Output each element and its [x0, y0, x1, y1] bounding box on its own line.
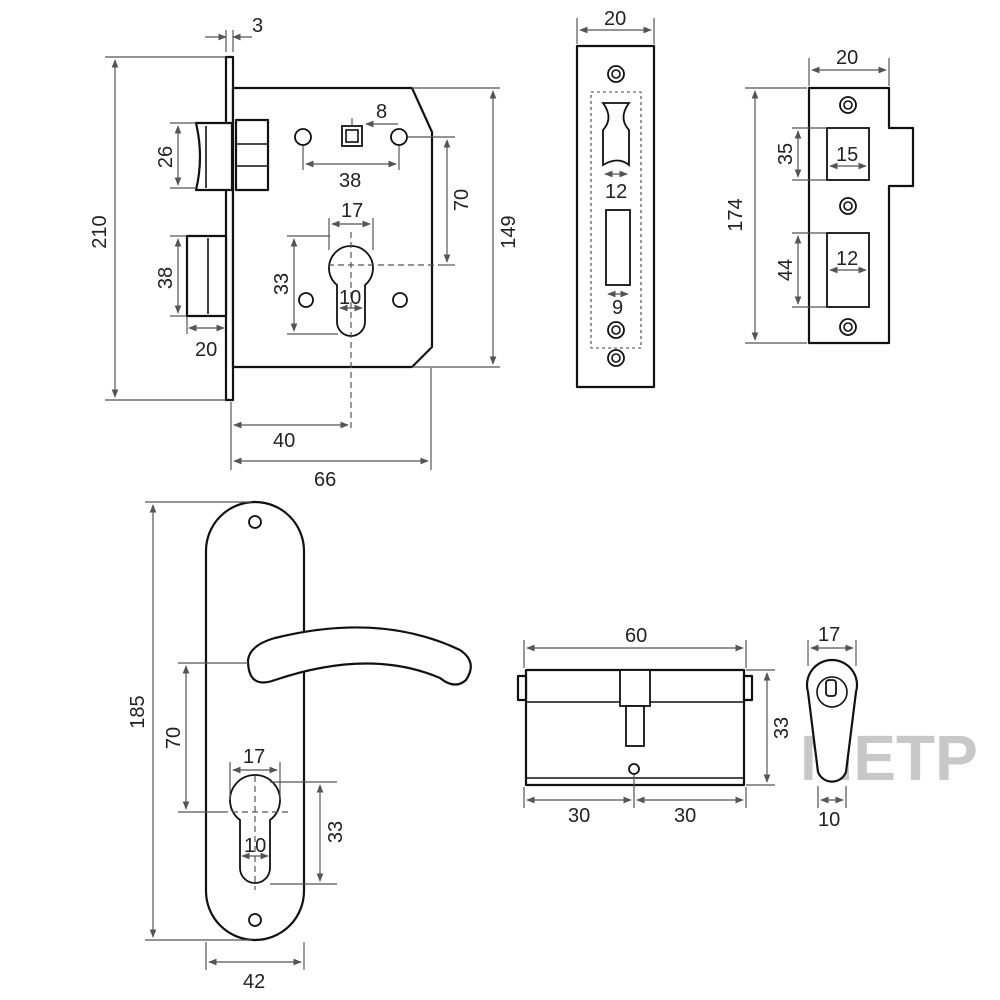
lock-faceplate-front: 20 174 35 15 44 12	[725, 47, 915, 345]
dim-mortise-height: 210	[89, 215, 111, 248]
dim-bolt-window-width: 12	[836, 248, 858, 270]
spindle-square-hole	[341, 125, 363, 147]
dim-faceplate-width: 20	[836, 47, 858, 69]
dead-bolt	[185, 234, 228, 318]
cylinder-cam	[625, 705, 645, 747]
dim-cylinder-length: 60	[625, 625, 647, 647]
dim-handle-cylinder-width: 17	[243, 746, 265, 768]
fixing-hole-left	[298, 292, 314, 308]
strike-latch-opening	[601, 102, 631, 167]
dim-cylinder-width: 17	[341, 200, 363, 222]
dim-handle-centre-distance: 70	[163, 727, 185, 749]
door-handle: 185 70 17 33 10 42	[127, 500, 472, 993]
mortise-dimensions: 3 210 26 38 20 8 38 70	[89, 15, 520, 491]
dim-faceplate-thickness: 3	[252, 15, 263, 37]
dim-handle-width: 42	[243, 971, 265, 993]
dim-cylinder-height: 33	[271, 273, 293, 295]
latch-housing	[234, 118, 270, 192]
handle-lever	[246, 626, 472, 686]
dim-latch-window-height: 35	[775, 143, 797, 165]
dim-profile-width: 17	[818, 624, 840, 646]
cylinder-profile: 17 10	[805, 624, 859, 831]
handle-backplate	[204, 500, 306, 942]
dim-latch-window-width: 15	[836, 144, 858, 166]
strike-plate: 20 12 9	[575, 8, 656, 389]
cylinder-keyway	[825, 679, 837, 697]
dim-profile-bottom-width: 10	[818, 809, 840, 831]
cylinder-profile-outline	[805, 658, 859, 783]
cylinder-screw-hole	[628, 763, 640, 775]
screw-hole-left	[294, 128, 312, 146]
latch-bolt	[194, 121, 234, 192]
dim-cylinder-right-length: 30	[674, 805, 696, 827]
dim-strike-latch-slot: 12	[605, 181, 627, 203]
dim-handle-height: 185	[127, 695, 149, 728]
dim-handle-cylinder-height: 33	[325, 821, 347, 843]
dim-faceplate-height: 174	[725, 198, 747, 231]
dim-case-height: 149	[498, 215, 520, 248]
mortise-lock-body	[185, 55, 440, 430]
dim-strike-bolt-slot: 9	[612, 297, 623, 319]
dim-cylinder-slot: 10	[339, 287, 361, 309]
cylinder-cam-top	[619, 669, 651, 707]
dim-bolt-window-height: 44	[775, 259, 797, 281]
dim-latch-height: 26	[155, 146, 177, 168]
dim-strike-width: 20	[604, 8, 626, 30]
dim-cylinder-left-length: 30	[568, 805, 590, 827]
dim-cylinder-body-height: 33	[771, 717, 793, 739]
dim-bolt-height: 38	[155, 267, 177, 289]
dim-screw-spacing: 38	[339, 170, 361, 192]
cylinder-keyhole	[328, 245, 374, 337]
dim-centre-distance: 70	[451, 189, 473, 211]
dim-spindle-spacing: 8	[376, 101, 387, 123]
dim-backset: 40	[273, 430, 295, 452]
fixing-hole-right	[392, 292, 408, 308]
screw-hole-right	[390, 128, 408, 146]
dim-case-depth: 66	[314, 469, 336, 491]
strike-bolt-opening	[605, 209, 631, 286]
dim-bolt-throw: 20	[195, 339, 217, 361]
faceplate-latch-window	[826, 127, 870, 181]
euro-cylinder: 60 33 30 30	[516, 625, 793, 827]
dim-handle-cylinder-slot: 10	[244, 835, 266, 857]
